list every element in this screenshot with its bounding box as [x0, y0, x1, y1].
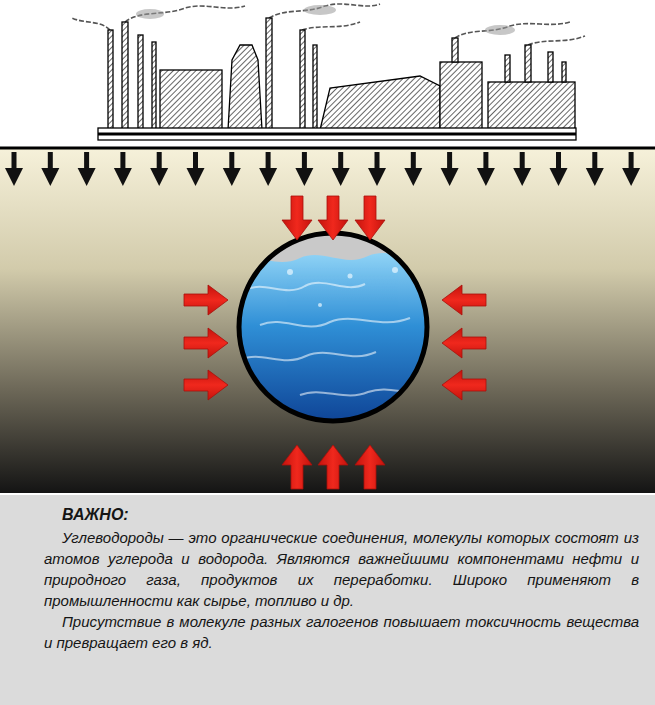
chimney	[152, 42, 156, 130]
building	[440, 62, 482, 130]
pressure-arrow	[332, 152, 350, 186]
smoke-trail	[455, 22, 570, 38]
chimney	[122, 22, 128, 130]
pressure-arrow	[114, 152, 132, 186]
smoke	[72, 4, 585, 45]
wave	[260, 318, 410, 327]
chimney	[266, 18, 272, 130]
red-arrow	[318, 445, 348, 489]
pressure-arrow	[513, 152, 531, 186]
smoke-trail	[528, 36, 585, 45]
smoke-puffs	[136, 5, 515, 35]
wave	[245, 283, 365, 290]
red-arrow	[355, 445, 385, 489]
shed	[320, 76, 440, 130]
ground-line	[0, 147, 655, 150]
note-box: ВАЖНО:Углеводороды — это органические со…	[0, 495, 655, 705]
wave	[300, 389, 425, 395]
chimney	[313, 45, 317, 130]
red-arrow	[184, 328, 228, 358]
chimney	[452, 38, 458, 62]
chimney	[138, 35, 143, 130]
red-arrow	[442, 370, 486, 400]
red-arrow	[318, 196, 348, 240]
pressure-arrow	[150, 152, 168, 186]
red-arrow	[184, 370, 228, 400]
chimney	[300, 30, 305, 130]
pressure-arrow	[404, 152, 422, 186]
bubbles	[287, 267, 398, 307]
red-arrow	[355, 196, 385, 240]
aquifer-outline	[239, 233, 427, 421]
pressure-arrow	[78, 152, 96, 186]
chimney	[525, 45, 531, 82]
pressure-arrow	[187, 152, 205, 186]
smoke-puff	[136, 9, 164, 19]
chimney	[562, 62, 566, 82]
pressure-arrow	[586, 152, 604, 186]
bubble	[287, 269, 293, 275]
smoke-trail	[302, 22, 360, 30]
red-arrows	[184, 196, 486, 489]
platform-rail	[98, 133, 576, 136]
pressure-arrow	[368, 152, 386, 186]
platform	[98, 128, 576, 140]
building	[488, 82, 575, 130]
ground	[0, 148, 655, 493]
bubble	[318, 303, 322, 307]
red-arrow	[282, 196, 312, 240]
pressure-arrow	[441, 152, 459, 186]
pressure-arrow	[259, 152, 277, 186]
note-heading: ВАЖНО:	[62, 505, 639, 525]
water-highlights	[240, 283, 425, 396]
red-arrow	[442, 285, 486, 315]
pressure-arrow	[550, 152, 568, 186]
smoke-puff	[485, 25, 515, 35]
red-arrow	[282, 445, 312, 489]
aquifer	[230, 225, 440, 435]
chimney	[108, 30, 113, 130]
building	[160, 70, 222, 130]
note-paragraph: Углеводороды — это органические соединен…	[44, 527, 639, 611]
pressure-arrow	[41, 152, 59, 186]
bubble	[348, 274, 353, 279]
pressure-arrow	[477, 152, 495, 186]
red-arrow	[442, 328, 486, 358]
smoke-trail	[269, 4, 380, 18]
pressure-arrow	[622, 152, 640, 186]
red-arrow	[184, 285, 228, 315]
smoke-trail	[125, 6, 245, 22]
smoke-trail	[72, 18, 110, 30]
air-pocket	[230, 225, 440, 435]
sky	[0, 0, 655, 148]
chimney	[548, 52, 553, 82]
bubble	[392, 267, 398, 273]
pressure-arrow	[295, 152, 313, 186]
note-paragraph: Присутствие в молекуле разных галогенов …	[44, 611, 639, 653]
smoke-puff	[304, 5, 336, 15]
blast-furnace	[228, 45, 262, 130]
factory-sketch	[72, 4, 585, 140]
chimney	[505, 55, 510, 82]
wave	[240, 352, 376, 360]
pressure-arrows	[5, 152, 640, 186]
pressure-arrow	[5, 152, 23, 186]
aquifer-fill	[230, 225, 440, 435]
pressure-arrow	[223, 152, 241, 186]
water	[230, 253, 440, 435]
